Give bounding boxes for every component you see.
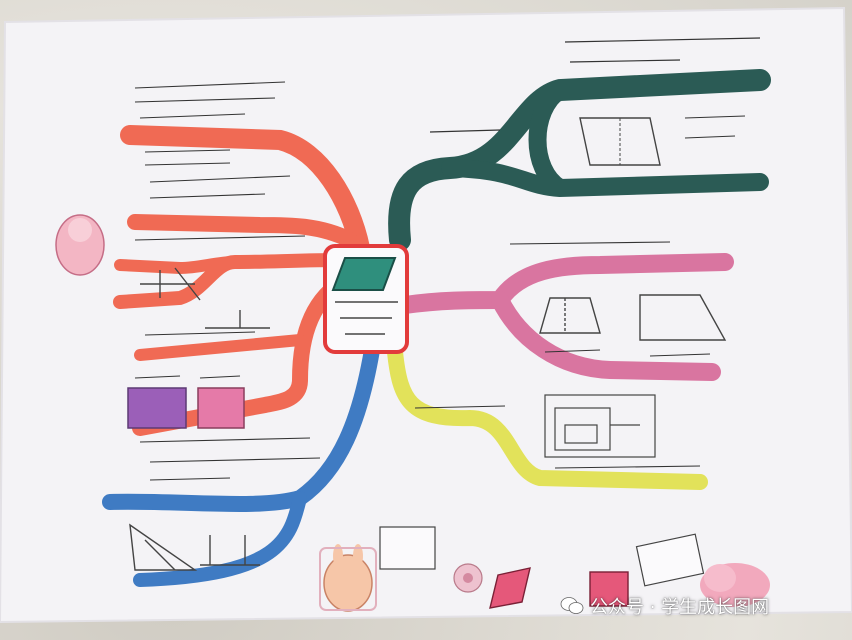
- watermark-text: 公众号 · 学生成长图网: [590, 597, 770, 618]
- square-pink: [197, 387, 245, 429]
- red-branch-top: [120, 125, 370, 258]
- sticker-rabbit: [319, 544, 377, 612]
- triangle-drawings: [129, 523, 260, 571]
- paper-sheet: [0, 6, 852, 624]
- red-branch-mid1: [127, 214, 358, 248]
- parallelogram-drawing: [579, 117, 661, 166]
- sticker-cloud-pink: [700, 563, 770, 607]
- rectangle-purple: [127, 387, 187, 429]
- handwriting-top-right: [429, 37, 761, 133]
- trapezoid-drawings: [539, 294, 727, 341]
- sticker-pink-square: [589, 571, 629, 607]
- center-parallelogram: [331, 257, 397, 291]
- sticker-bear-left: [55, 214, 105, 276]
- yellow-branch: [387, 344, 708, 490]
- sticker-pink-rhombus: [489, 567, 531, 609]
- note-box-bottom: [379, 526, 436, 570]
- note-box-right: [635, 533, 705, 587]
- wechat-icon: [560, 596, 584, 616]
- relation-diagram: [544, 394, 656, 458]
- watermark: 公众号 · 学生成长图网: [560, 593, 769, 619]
- red-branch-low: [132, 272, 353, 436]
- sticker-flower: [453, 563, 483, 593]
- handwriting-left: [134, 81, 321, 481]
